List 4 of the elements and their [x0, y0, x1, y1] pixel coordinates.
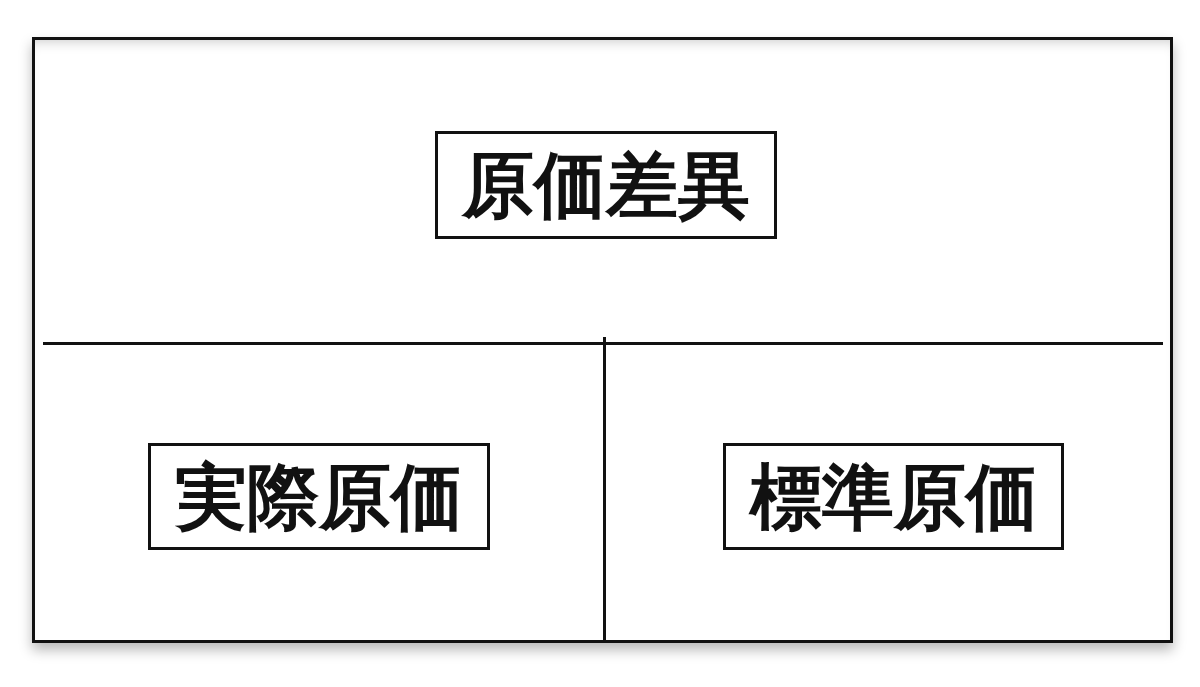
label-box: 原価差異 — [435, 131, 777, 239]
label-box: 標準原価 — [723, 443, 1064, 550]
label-box: 実際原価 — [148, 443, 490, 550]
outer-frame — [32, 37, 1173, 643]
